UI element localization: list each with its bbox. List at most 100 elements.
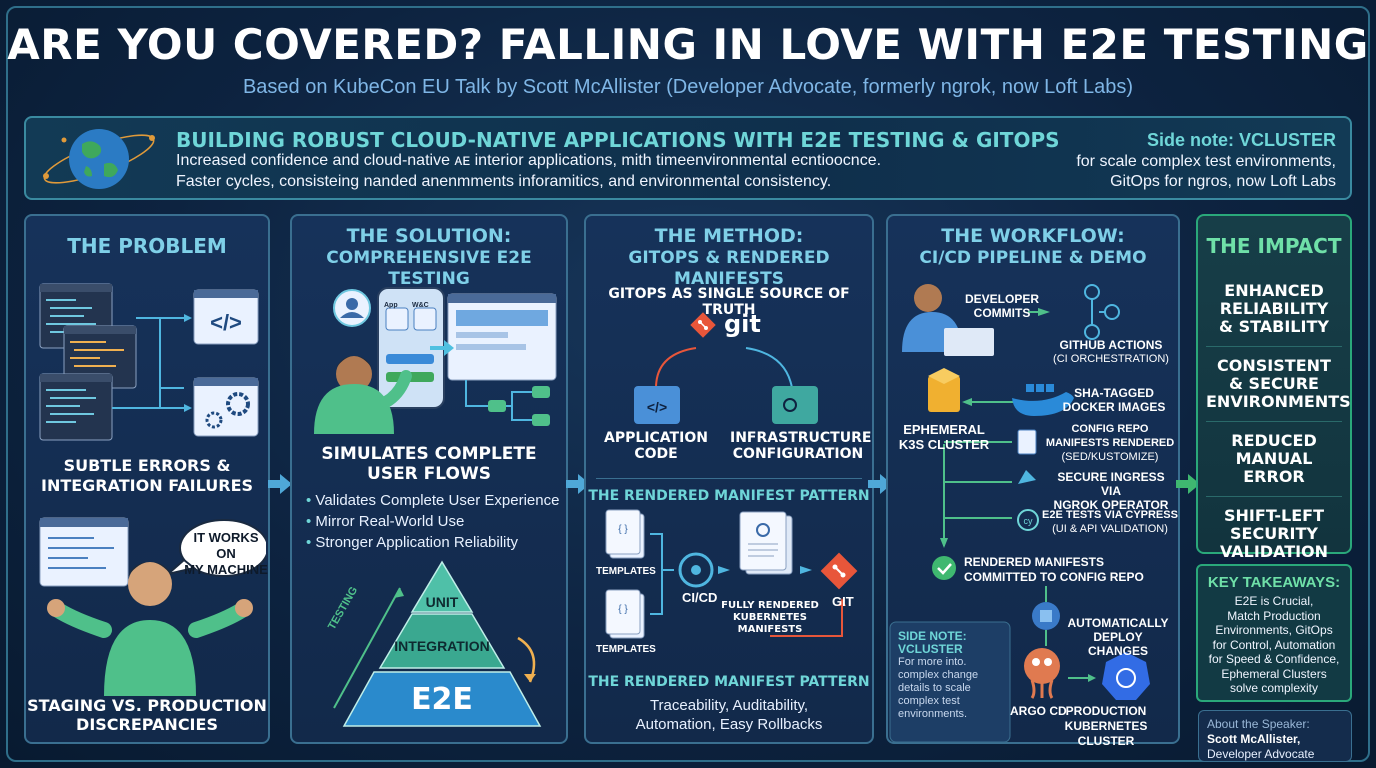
code-windows-illustration: </> <box>39 283 259 441</box>
speaker-box: About the Speaker: Scott McAllister, Dev… <box>1198 710 1352 762</box>
simulates-line1: SIMULATES COMPLETE <box>321 444 537 464</box>
speaker-label: About the Speaker: <box>1207 717 1310 731</box>
key-takeaway-line: E2E is Crucial, <box>1234 594 1314 608</box>
impact-heading: THE IMPACT <box>1206 234 1342 258</box>
application-code-line2: CODE <box>634 446 678 462</box>
impact-item: SHIFT-LEFT SECURITY VALIDATION <box>1206 507 1342 561</box>
config-file-icon <box>1017 429 1037 455</box>
rendered-manifest-flow: { } { } <box>605 509 858 639</box>
intro-banner <box>24 116 1352 200</box>
globe-icon <box>43 129 155 189</box>
key-takeaways-heading: KEY TAKEAWAYS: <box>1207 574 1341 591</box>
production-cluster-line1: PRODUCTION <box>1065 704 1147 718</box>
github-actions-line2: (CI ORCHESTRATION) <box>1053 353 1169 365</box>
solution-bullets: • Validates Complete User Experience • M… <box>306 490 559 553</box>
method-benefits-line1: Traceability, Auditability, <box>649 697 809 714</box>
github-actions-icon <box>1084 284 1120 340</box>
workflow-panel: THE WORKFLOW: CI/CD PIPELINE & DEMO cy <box>886 214 1180 748</box>
speech-bubble <box>179 519 266 577</box>
speech-bubble-line1: IT WORKS ON <box>193 530 259 561</box>
method-benefits-line2: Automation, Easy Rollbacks <box>635 716 823 733</box>
infrastructure-config-line2: CONFIGURATION <box>732 446 864 462</box>
testing-pyramid <box>333 560 542 727</box>
side-note-line: environments. <box>898 708 968 720</box>
bullet-item: • Mirror Real-World Use <box>306 513 465 530</box>
pyramid-integration-label: INTEGRATION <box>394 638 490 654</box>
check-icon <box>932 556 956 580</box>
auto-deploy-line2: DEPLOY CHANGES <box>1087 630 1148 658</box>
speech-bubble-line2: MY MACHINE <box>184 562 268 577</box>
ngrok-ingress-line2: NGROK OPERATOR <box>1053 498 1169 512</box>
pyramid-unit-label: UNIT <box>425 594 459 610</box>
side-note-line: complex change <box>898 669 979 681</box>
docker-images-label: SHA-TAGGED DOCKER IMAGES <box>1054 386 1174 414</box>
templates-label: TEMPLATES <box>596 644 656 655</box>
svg-text:</>: </> <box>647 399 667 415</box>
impact-item-line: MANUAL ERROR <box>1235 449 1313 486</box>
git-caps-label: GIT <box>832 594 854 609</box>
gitops-source-label: GITOPS AS SINGLE SOURCE OF TRUTH <box>608 286 850 318</box>
folder-code-icon <box>634 386 680 424</box>
docker-images-line1: SHA-TAGGED <box>1074 386 1154 400</box>
fully-rendered-line1: FULLY RENDERED <box>721 600 819 611</box>
rendered-manifests-label: RENDERED MANIFESTS COMMITTED TO CONFIG R… <box>964 555 1144 585</box>
infrastructure-config-label: INFRASTRUCTURE CONFIGURATION <box>730 430 871 462</box>
problem-label-staging-line1: STAGING VS. PRODUCTION <box>27 696 267 715</box>
production-cluster-line2: KUBERNETES CLUSTER <box>1064 719 1148 748</box>
k3s-cluster-line2: K3S CLUSTER <box>898 437 990 452</box>
config-repo-line3: (SED/KUSTOMIZE) <box>1061 451 1159 463</box>
banner-heading: BUILDING ROBUST CLOUD-NATIVE APPLICATION… <box>176 128 1060 152</box>
developer-icon <box>914 284 942 312</box>
rendered-manifests-line2: COMMITTED TO CONFIG REPO <box>964 570 1144 584</box>
user-flow-illustration <box>314 287 557 434</box>
auto-deploy-label: AUTOMATICALLY DEPLOY CHANGES <box>1066 616 1170 658</box>
impact-item-line: ENVIRONMENTS <box>1206 392 1351 411</box>
page-subtitle: Based on KubeCon EU Talk by Scott McAlli… <box>242 76 1134 98</box>
git-logo-icon <box>690 312 716 338</box>
git-wordmark: git <box>724 310 761 338</box>
solution-heading-2: COMPREHENSIVE E2E TESTING <box>326 248 532 289</box>
bullet-item: • Validates Complete User Experience <box>306 492 560 509</box>
speaker-role: Developer Advocate <box>1207 747 1315 761</box>
problem-label-errors: SUBTLE ERRORS & INTEGRATION FAILURES <box>26 456 268 496</box>
impact-item-line: REDUCED <box>1231 431 1317 450</box>
key-takeaway-line: Ephemeral Clusters <box>1221 666 1327 681</box>
phone-web-label: W&C <box>412 302 429 309</box>
key-takeaways-text: E2E is Crucial, Match Production Environ… <box>1198 594 1350 696</box>
impact-item: CONSISTENT & SECURE ENVIRONMENTS <box>1206 357 1351 422</box>
argo-cd-label: ARGO CD <box>1010 704 1067 718</box>
workflow-heading-1: THE WORKFLOW: <box>941 225 1125 247</box>
pyramid-e2e <box>342 671 542 727</box>
cypress-tests-line1: E2E TESTS VIA CYPRESS <box>1042 509 1178 521</box>
arrow-right-icon <box>268 474 292 494</box>
impact-list: ENHANCED RELIABILITY & STABILITY CONSIST… <box>1198 282 1351 561</box>
kubernetes-icon <box>1102 652 1150 700</box>
banner-line-1: Increased confidence and cloud-native ᴀᴇ… <box>176 152 882 169</box>
config-repo-label: CONFIG REPO MANIFESTS RENDERED (SED/KUST… <box>1044 422 1176 464</box>
section-divider <box>596 478 862 479</box>
side-note-line: complex test <box>898 695 960 707</box>
gitops-flow-arrows: </> <box>634 347 818 424</box>
solution-heading-1: THE SOLUTION: <box>346 225 512 247</box>
impact-item-line: RELIABILITY <box>1219 299 1329 318</box>
pyramid-e2e-label: E2E <box>411 682 473 717</box>
impact-item: REDUCED MANUAL ERROR <box>1206 432 1342 497</box>
side-note-line: details to scale <box>898 682 971 694</box>
simulates-line2: USER FLOWS <box>367 464 491 484</box>
impact-panel: THE IMPACT ENHANCED RELIABILITY & STABIL… <box>1196 214 1352 561</box>
developer-commits-label: DEVELOPER COMMITS <box>962 292 1042 320</box>
github-actions-line1: GITHUB ACTIONS <box>1059 338 1163 352</box>
banner-side-line-1: for scale complex test environments, <box>1076 153 1336 170</box>
k3s-cluster-line1: EPHEMERAL <box>903 422 985 437</box>
method-panel: THE METHOD: GITOPS & RENDERED MANIFESTS … <box>584 214 874 744</box>
outer-frame <box>6 6 1370 762</box>
side-note-line: For more into. <box>898 656 967 668</box>
fully-rendered-line3: MANIFESTS <box>737 624 803 635</box>
argo-cd-icon <box>1024 648 1060 684</box>
rendered-pattern-heading: THE RENDERED MANIFEST PATTERN <box>588 488 870 504</box>
cypress-icon <box>1017 509 1039 531</box>
key-takeaway-line: for Speed & Confidence, <box>1208 652 1340 666</box>
ngrok-ingress-icon <box>1018 470 1036 484</box>
pyramid-integration <box>378 613 506 669</box>
docker-images-line2: DOCKER IMAGES <box>1062 400 1166 414</box>
